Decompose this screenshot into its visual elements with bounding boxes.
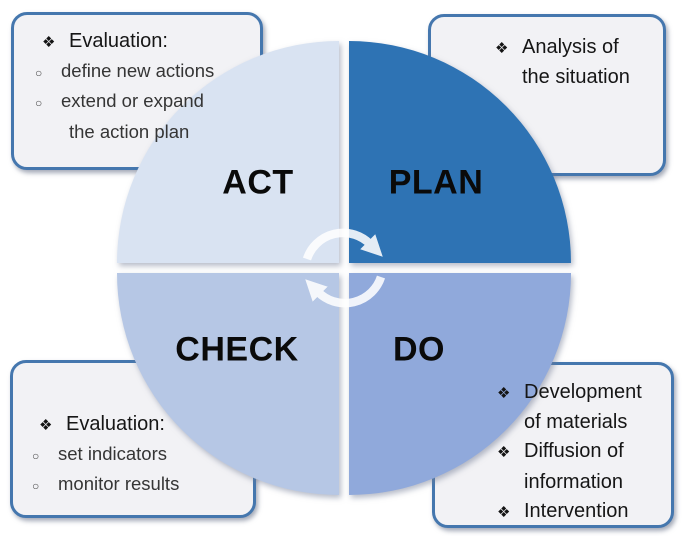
callout-text: Diffusion of — [524, 440, 624, 463]
list-item: ❖ Development — [489, 378, 669, 408]
diamond-bullet-icon: ❖ — [497, 385, 511, 402]
do-callout-box: ❖ Development of materials ❖ Diffusion o… — [432, 362, 674, 528]
circle-bullet-icon: ○ — [32, 448, 40, 463]
list-item: ○ define new actions — [34, 57, 254, 88]
quadrant-label-do: DO — [393, 330, 445, 369]
quadrant-label-check: CHECK — [175, 330, 299, 369]
diamond-bullet-icon: ❖ — [42, 34, 56, 51]
list-item: ○ extend or expand — [34, 87, 254, 118]
callout-text: the situation — [522, 66, 630, 89]
act-callout-content: ❖ Evaluation: ○ define new actions ○ ext… — [14, 15, 260, 145]
list-item-continuation: information — [489, 468, 669, 497]
cycle-arrows-icon — [302, 228, 386, 308]
diamond-bullet-icon: ❖ — [39, 417, 53, 434]
list-item: ❖ Analysis of — [487, 33, 659, 63]
callout-text: extend or expand — [61, 90, 204, 111]
callout-text: the action plan — [69, 120, 190, 142]
list-item-continuation: of materials — [489, 408, 669, 437]
quadrant-label-plan: PLAN — [388, 163, 484, 202]
circle-bullet-icon: ○ — [35, 65, 43, 80]
callout-text: monitor results — [58, 473, 180, 494]
check-callout-box: ❖ Evaluation: ○ set indicators ○ monitor… — [10, 360, 256, 518]
circle-bullet-icon: ○ — [32, 479, 40, 493]
callout-text: Evaluation: — [66, 413, 165, 435]
plan-callout-content: ❖ Analysis of the situation — [431, 17, 663, 92]
diamond-bullet-icon: ❖ — [497, 503, 511, 521]
list-item: ○ set indicators — [31, 440, 247, 471]
check-callout-content: ❖ Evaluation: ○ set indicators ○ monitor… — [13, 363, 253, 501]
diamond-bullet-icon: ❖ — [495, 40, 509, 57]
callout-text: Development — [524, 381, 642, 403]
callout-text: Analysis of — [522, 36, 619, 58]
callout-text: Evaluation: — [69, 30, 168, 52]
list-item: ❖ Intervention — [489, 497, 669, 527]
list-item-continuation: the action plan — [34, 118, 254, 146]
list-item: ○ monitor results — [31, 470, 247, 501]
callout-text: set indicators — [58, 442, 167, 464]
callout-text: define new actions — [61, 59, 215, 81]
do-callout-content: ❖ Development of materials ❖ Diffusion o… — [435, 365, 671, 527]
list-item: ❖ Diffusion of — [489, 437, 669, 467]
pdca-circle — [117, 41, 571, 495]
diamond-bullet-icon: ❖ — [497, 444, 511, 462]
circle-bullet-icon: ○ — [35, 96, 43, 110]
callout-text: information — [524, 470, 623, 493]
act-callout-box: ❖ Evaluation: ○ define new actions ○ ext… — [11, 12, 263, 170]
quadrant-label-act: ACT — [222, 163, 294, 202]
list-item: ❖ Evaluation: — [31, 411, 247, 440]
callout-text: Intervention — [524, 499, 629, 522]
list-item-continuation: the situation — [487, 63, 659, 92]
callout-text: of materials — [524, 411, 628, 434]
list-item: ❖ Evaluation: — [34, 28, 254, 57]
